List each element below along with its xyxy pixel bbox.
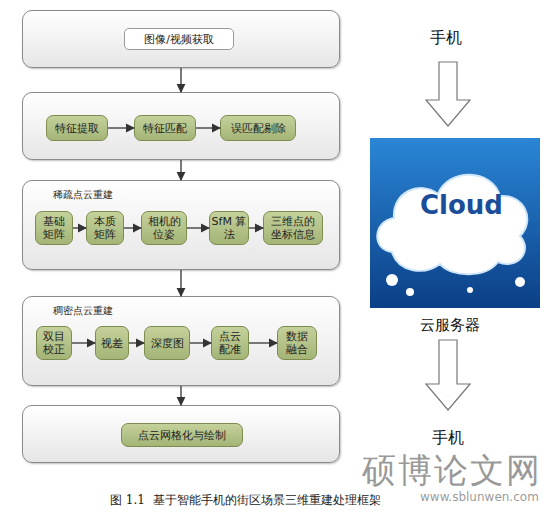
stage-panel: 点云网格化与绘制 bbox=[22, 405, 340, 463]
box-text: 深度图 bbox=[151, 337, 184, 350]
figure-caption: 图 1.1 基于智能手机的街区场景三维重建处理框架 bbox=[110, 492, 381, 509]
bubble bbox=[467, 287, 473, 293]
box-text: 点云 配准 bbox=[213, 330, 247, 356]
hollow-arrow bbox=[426, 340, 470, 410]
box-text: 本质 矩阵 bbox=[88, 215, 122, 241]
stage-panel: 稠密点云重建双目 校正 视差 深度图 点云 配准 数据 融合 bbox=[22, 296, 340, 386]
device-label: 手机 bbox=[430, 28, 462, 49]
process-box: SfM 算法 bbox=[209, 211, 249, 245]
box-text: 视差 bbox=[101, 337, 123, 350]
bubble bbox=[515, 277, 525, 287]
process-box: 点云网格化与绘制 bbox=[121, 423, 243, 447]
stage-heading: 稠密点云重建 bbox=[53, 304, 113, 318]
stage-panel: 稀疏点云重建基础 矩阵本质 矩阵相机的 位姿 SfM 算法三维点的 坐标信息 bbox=[22, 180, 340, 270]
device-label: 手机 bbox=[432, 428, 464, 449]
stage-panel: 图像/视频获取 bbox=[22, 10, 340, 68]
flow-arrow bbox=[180, 160, 181, 180]
flow-arrow bbox=[180, 386, 181, 405]
process-box: 特征匹配 bbox=[134, 115, 196, 141]
box-text: 点云网格化与绘制 bbox=[138, 429, 226, 442]
box-text: 相机的 位姿 bbox=[143, 215, 185, 241]
process-box: 深度图 bbox=[144, 326, 190, 360]
box-text: 三维点的 坐标信息 bbox=[265, 215, 321, 241]
box-text: 图像/视频获取 bbox=[144, 32, 214, 47]
box-text: 特征提取 bbox=[55, 122, 99, 135]
process-box: 视差 bbox=[95, 326, 129, 360]
cloud-picture bbox=[370, 138, 540, 308]
box-text: 数据 融合 bbox=[279, 330, 315, 356]
stage-panel: 特征提取 特征匹配 误匹配剔除 bbox=[22, 92, 340, 160]
flow-arrow bbox=[180, 68, 181, 92]
process-box: 三维点的 坐标信息 bbox=[263, 211, 323, 245]
process-box: 点云 配准 bbox=[211, 326, 249, 360]
bubble bbox=[386, 274, 398, 286]
process-box: 相机的 位姿 bbox=[141, 211, 187, 245]
process-box: 特征提取 bbox=[46, 115, 108, 141]
box-text: 误匹配剔除 bbox=[231, 122, 286, 135]
cloud-text: Cloud bbox=[420, 190, 503, 220]
bubble bbox=[406, 288, 414, 296]
process-box: 双目 校正 bbox=[36, 326, 72, 360]
watermark: 硕博论文网 bbox=[362, 448, 542, 494]
process-box: 基础 矩阵 bbox=[35, 211, 73, 245]
hollow-arrow bbox=[426, 62, 470, 126]
watermark: www.sblunwen.com bbox=[420, 490, 539, 504]
box-text: 基础 矩阵 bbox=[37, 215, 71, 241]
flow-arrow bbox=[180, 270, 181, 296]
stage-heading: 稀疏点云重建 bbox=[53, 188, 113, 202]
process-box: 数据 融合 bbox=[277, 326, 317, 360]
device-label: 云服务器 bbox=[420, 316, 480, 335]
box-text: 特征匹配 bbox=[143, 122, 187, 135]
box-text: 双目 校正 bbox=[38, 330, 70, 356]
cloud-shape bbox=[377, 175, 527, 275]
process-box: 误匹配剔除 bbox=[220, 115, 296, 141]
process-box: 图像/视频获取 bbox=[124, 28, 234, 50]
process-box: 本质 矩阵 bbox=[86, 211, 124, 245]
box-text: SfM 算法 bbox=[211, 215, 247, 241]
